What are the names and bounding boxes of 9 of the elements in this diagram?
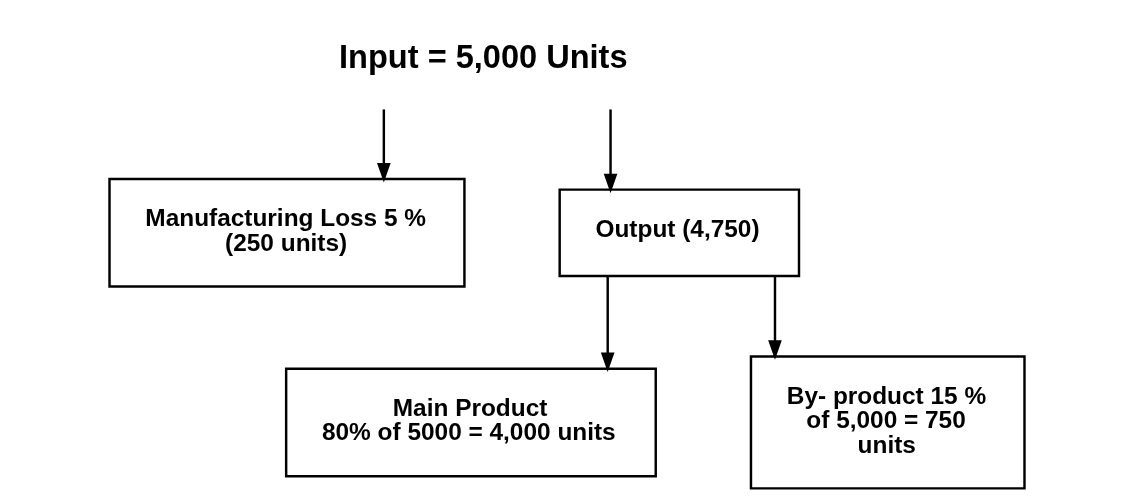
- arrow: [768, 276, 782, 360]
- node-box: By- product 15 % of 5,000 = 750 units: [749, 355, 1026, 490]
- arrow: [603, 109, 618, 194]
- arrow: [600, 276, 615, 372]
- node-box: Main Product 80% of 5000 = 4,000 units: [284, 367, 657, 478]
- node-box: Manufacturing Loss 5 % (250 units): [108, 177, 466, 288]
- arrow: [377, 109, 391, 183]
- node-text: Input = 5,000 Units: [339, 39, 628, 76]
- node-box: Output (4,750): [558, 188, 801, 278]
